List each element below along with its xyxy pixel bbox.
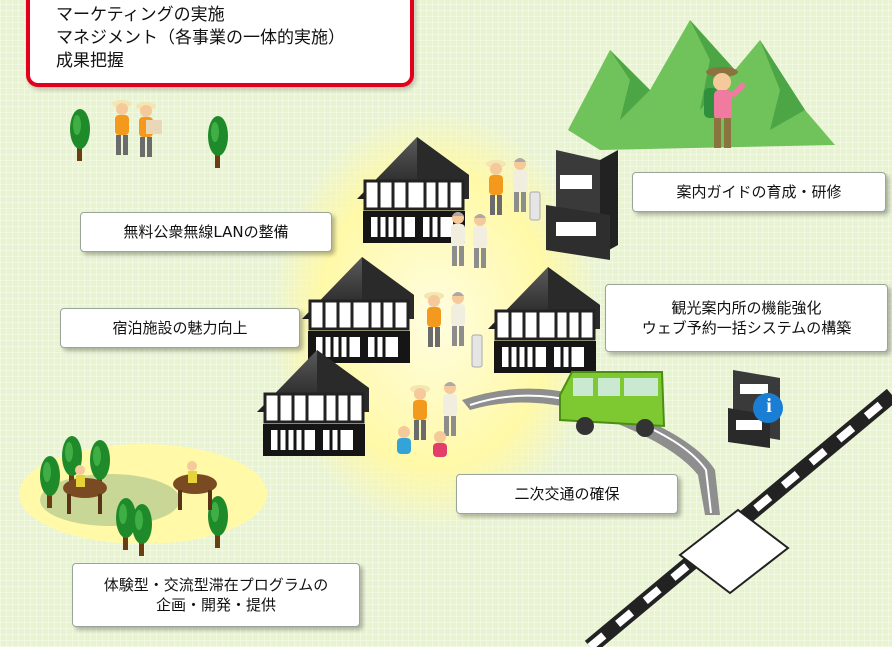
hiker-illustration — [704, 67, 747, 148]
program-label: 体験型・交流型滞在プログラムの 企画・開発・提供 — [72, 563, 360, 627]
tourist-info-line-2: ウェブ予約一括システムの構築 — [641, 319, 852, 337]
walking-couple — [112, 100, 162, 157]
tourist-info-label: 観光案内所の機能強化 ウェブ予約一括システムの構築 — [605, 284, 888, 352]
wifi-label: 無料公衆無線LANの整備 — [80, 212, 332, 252]
building-illustration — [546, 150, 618, 260]
info-icon: i — [766, 395, 772, 417]
guide-training-label: 案内ガイドの育成・研修 — [632, 172, 886, 212]
management-box: マーケティングの実施 マネジメント（各事業の一体的実施） 成果把握 — [26, 0, 414, 87]
horse-riders — [63, 461, 217, 514]
tourist-family — [397, 382, 457, 457]
accommodation-text: 宿泊施設の魅力向上 — [112, 318, 248, 337]
management-line-1: マーケティングの実施 — [56, 5, 225, 25]
secondary-transport-label: 二次交通の確保 — [456, 474, 678, 514]
accommodation-label: 宿泊施設の魅力向上 — [60, 308, 300, 348]
tourist-info-line-1: 観光案内所の機能強化 — [671, 298, 822, 317]
management-line-3: 成果把握 — [56, 50, 124, 71]
program-line-2: 企画・開発・提供 — [155, 596, 276, 614]
bus-illustration — [559, 371, 666, 437]
wifi-text: 無料公衆無線LANの整備 — [123, 222, 289, 241]
secondary-transport-text: 二次交通の確保 — [514, 484, 620, 503]
program-line-1: 体験型・交流型滞在プログラムの — [103, 575, 329, 594]
guide-training-text: 案内ガイドの育成・研修 — [676, 182, 842, 201]
info-building — [728, 370, 783, 448]
management-line-2: マネジメント（各事業の一体的実施） — [56, 27, 345, 48]
